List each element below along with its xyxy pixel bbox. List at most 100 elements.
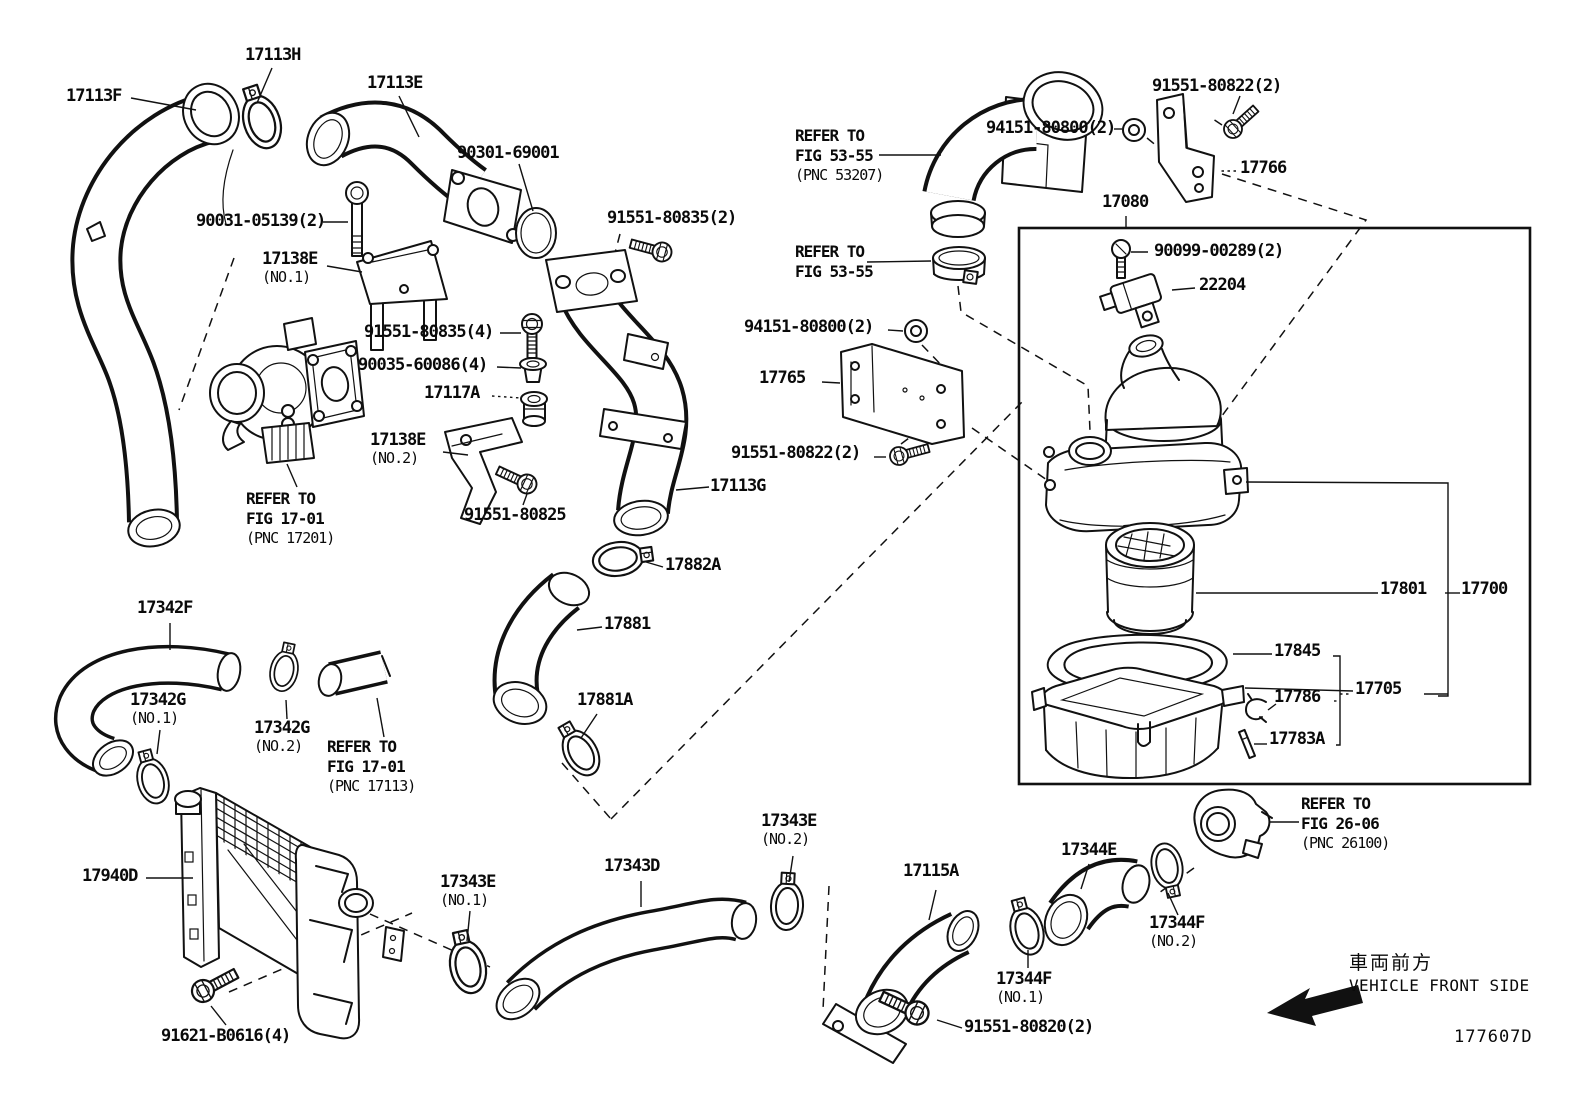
label-17765: 17765 xyxy=(759,368,806,388)
part-number: 17940D xyxy=(82,866,138,886)
note-refer-fig17-01-17201: REFER TO FIG 17-01(PNC 17201) xyxy=(246,489,335,548)
part-number: 17344F xyxy=(1149,913,1205,933)
clip-17786 xyxy=(1245,693,1267,723)
label-17881: 17881 xyxy=(604,614,651,634)
refer-text: REFER TO FIG 26-06 xyxy=(1301,794,1380,833)
turbocharger-fig17-01 xyxy=(209,317,365,464)
part-number: 17343E xyxy=(440,872,496,892)
part-number: 17113E xyxy=(367,73,423,93)
air-intake-fig26-06 xyxy=(1193,788,1273,859)
bolt-91621-B0616 xyxy=(187,962,243,1007)
part-number: 94151-80800(2) xyxy=(744,317,874,337)
hose-17344E xyxy=(1043,857,1151,947)
label-17344F-no1: 17344F(NO.1) xyxy=(996,969,1052,1006)
label-90035-60086: 90035-60086(4) xyxy=(358,355,488,375)
refer-pnc: (PNC 53207) xyxy=(795,166,884,184)
part-number: 90301-69001 xyxy=(457,143,560,163)
label-17882A: 17882A xyxy=(665,555,721,575)
assembly-box-17080 xyxy=(1017,226,1532,786)
leader-lines xyxy=(130,67,1460,1029)
drawing-code: 177607D xyxy=(1454,1027,1533,1047)
part-number: 17700 xyxy=(1461,579,1508,599)
refer-text: REFER TO FIG 53-55 xyxy=(795,242,874,281)
part-number: 17113G xyxy=(710,476,766,496)
part-number: 17705 xyxy=(1355,679,1402,699)
part-number: 17138E xyxy=(370,430,426,450)
label-17801: 17801 xyxy=(1380,579,1427,599)
bolt-91551-80822-top xyxy=(1219,100,1263,143)
part-number: 17783A xyxy=(1269,729,1325,749)
part-number: 17344E xyxy=(1061,840,1117,860)
label-17113H: 17113H xyxy=(245,45,301,65)
label-17940D: 17940D xyxy=(82,866,138,886)
bolt-91551-80825 xyxy=(492,460,541,498)
label-17344E: 17344E xyxy=(1061,840,1117,860)
label-94151-80800-top: 94151-80800(2) xyxy=(986,118,1116,138)
intercooler-17940D xyxy=(174,787,405,1040)
part-number: 91551-80835(4) xyxy=(364,322,494,342)
label-17113G: 17113G xyxy=(710,476,766,496)
bracket-17138E-no2 xyxy=(444,417,523,525)
label-91551-80820: 91551-80820(2) xyxy=(964,1017,1094,1037)
clamp-17342G-no1 xyxy=(129,745,175,808)
part-number: 17342G xyxy=(254,718,310,738)
label-91551-80825: 91551-80825 xyxy=(464,505,567,525)
clamp-17342G-no2 xyxy=(265,639,304,695)
part-number: 17115A xyxy=(903,861,959,881)
label-90301-69001: 90301-69001 xyxy=(457,143,560,163)
label-17783A: 17783A xyxy=(1269,729,1325,749)
grommet-17117A xyxy=(520,391,548,427)
label-17138E-no1: 17138E(NO.1) xyxy=(262,249,318,286)
oring-90301-69001 xyxy=(515,207,557,259)
label-17117A: 17117A xyxy=(424,383,480,403)
part-variant: (NO.2) xyxy=(370,449,419,468)
label-17766: 17766 xyxy=(1240,158,1287,178)
part-number: 17080 xyxy=(1102,192,1149,212)
label-94151-80800-mid: 94151-80800(2) xyxy=(744,317,874,337)
pipe-17113E xyxy=(305,100,522,244)
label-90031-05139: 90031-05139(2) xyxy=(196,211,326,231)
bracket-17765 xyxy=(840,343,965,445)
label-91551-80822-mid: 91551-80822(2) xyxy=(731,443,861,463)
bracket-17138E-no1 xyxy=(356,240,448,351)
part-number: 91551-80835(2) xyxy=(607,208,737,228)
stub-hose-fig17-01 xyxy=(317,650,391,697)
clamp-17882A xyxy=(589,536,656,581)
part-number: 17845 xyxy=(1274,641,1321,661)
clamp-17344F-no1 xyxy=(1002,893,1050,960)
clamp-17343E-no2 xyxy=(768,871,806,932)
clamp-fig53-55 xyxy=(932,246,986,285)
label-17113E: 17113E xyxy=(367,73,423,93)
clamp-17344F-no2 xyxy=(1146,839,1190,901)
label-17343D: 17343D xyxy=(604,856,660,876)
bolt-91551-80822-mid xyxy=(887,438,932,468)
vehicle-front-en: VEHICLE FRONT SIDE xyxy=(1349,976,1530,995)
clamp-17881A xyxy=(549,715,608,783)
part-number: 91551-80825 xyxy=(464,505,567,525)
part-variant: (NO.2) xyxy=(761,830,810,849)
pipe-17113G xyxy=(545,249,689,537)
part-number: 17344F xyxy=(996,969,1052,989)
part-number: 17113H xyxy=(245,45,301,65)
part-number: 17766 xyxy=(1240,158,1287,178)
hose-17343D xyxy=(495,897,758,1021)
label-17138E-no2: 17138E(NO.2) xyxy=(370,430,426,468)
part-number: 17881 xyxy=(604,614,651,634)
part-number: 22204 xyxy=(1199,275,1246,295)
label-17342F: 17342F xyxy=(137,598,193,618)
part-number: 91551-80822(2) xyxy=(731,443,861,463)
label-91551-80822-top: 91551-80822(2) xyxy=(1152,76,1282,96)
vehicle-front-arrow xyxy=(1267,985,1363,1026)
part-number: 94151-80800(2) xyxy=(986,118,1116,138)
nut-94151-80800-mid xyxy=(904,319,928,343)
label-91551-80835x2: 91551-80835(2) xyxy=(607,208,737,228)
pin-17783A xyxy=(1237,728,1257,760)
bolt-90031-05139 xyxy=(345,181,369,257)
part-number: 17801 xyxy=(1380,579,1427,599)
label-17080: 17080 xyxy=(1102,192,1149,212)
filter-element-17801 xyxy=(1105,522,1195,635)
hose-17113F xyxy=(70,82,240,548)
screw-90099-00289 xyxy=(1111,239,1131,279)
label-22204: 22204 xyxy=(1199,275,1246,295)
